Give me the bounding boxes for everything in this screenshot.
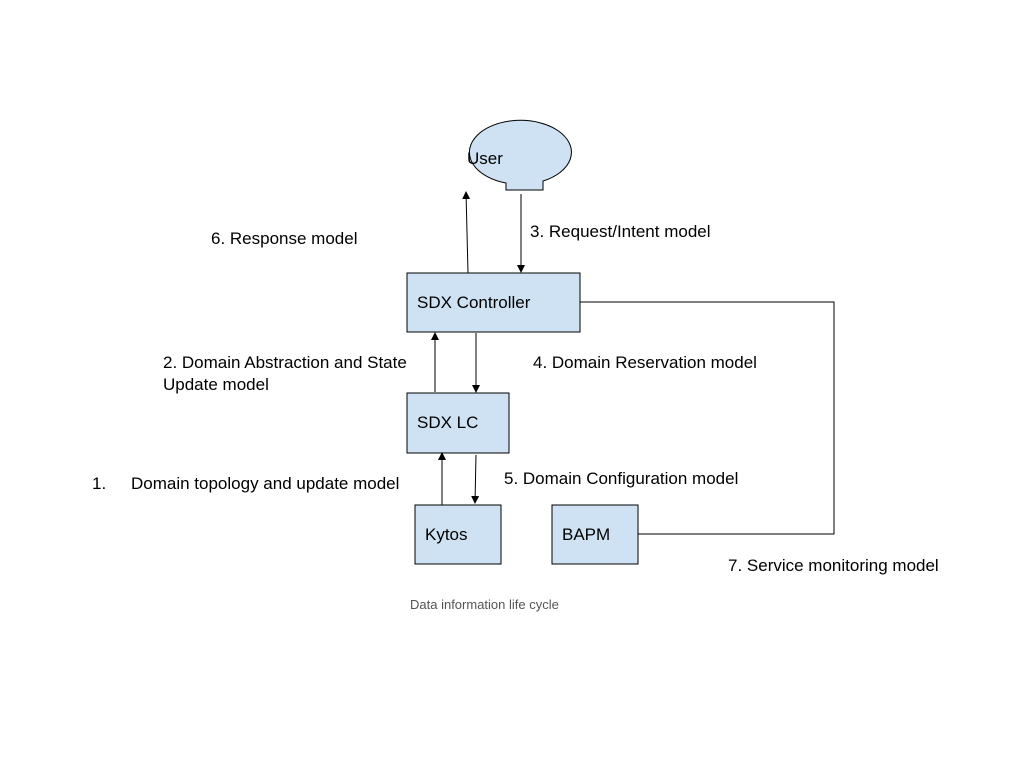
diagram-caption: Data information life cycle — [410, 597, 559, 612]
domain-abstraction-label-line1: 2. Domain Abstraction and State — [163, 353, 407, 372]
response-arrow — [462, 191, 471, 274]
request-intent-model-label: 3. Request/Intent model — [530, 222, 711, 241]
service-monitoring-connector — [580, 301, 835, 535]
bapm-node-label: BAPM — [562, 525, 611, 544]
sdx-controller-node-shape — [406, 272, 581, 333]
sdx-controller-node-label: SDX Controller — [417, 293, 531, 312]
domain-reservation-model-label: 4. Domain Reservation model — [533, 353, 757, 372]
bapm-node-shape — [551, 504, 639, 565]
domain-abstraction-label-line2: Update model — [163, 375, 269, 394]
domain-topology-number: 1. — [92, 474, 107, 493]
kytos-node-label: Kytos — [425, 525, 468, 544]
domain-configuration-arrow — [471, 454, 480, 504]
kytos-node-shape — [414, 504, 502, 565]
user-node-label: User — [467, 149, 503, 168]
response-model-label: 6. Response model — [211, 229, 358, 248]
sdx-lc-node-label: SDX LC — [417, 413, 479, 432]
domain-configuration-model-label: 5. Domain Configuration model — [504, 469, 739, 488]
sdx-lc-node-shape — [406, 392, 510, 454]
domain-topology-label: Domain topology and update model — [131, 474, 400, 493]
service-monitoring-model-label: 7. Service monitoring model — [728, 556, 939, 575]
user-node-shape — [468, 119, 572, 191]
